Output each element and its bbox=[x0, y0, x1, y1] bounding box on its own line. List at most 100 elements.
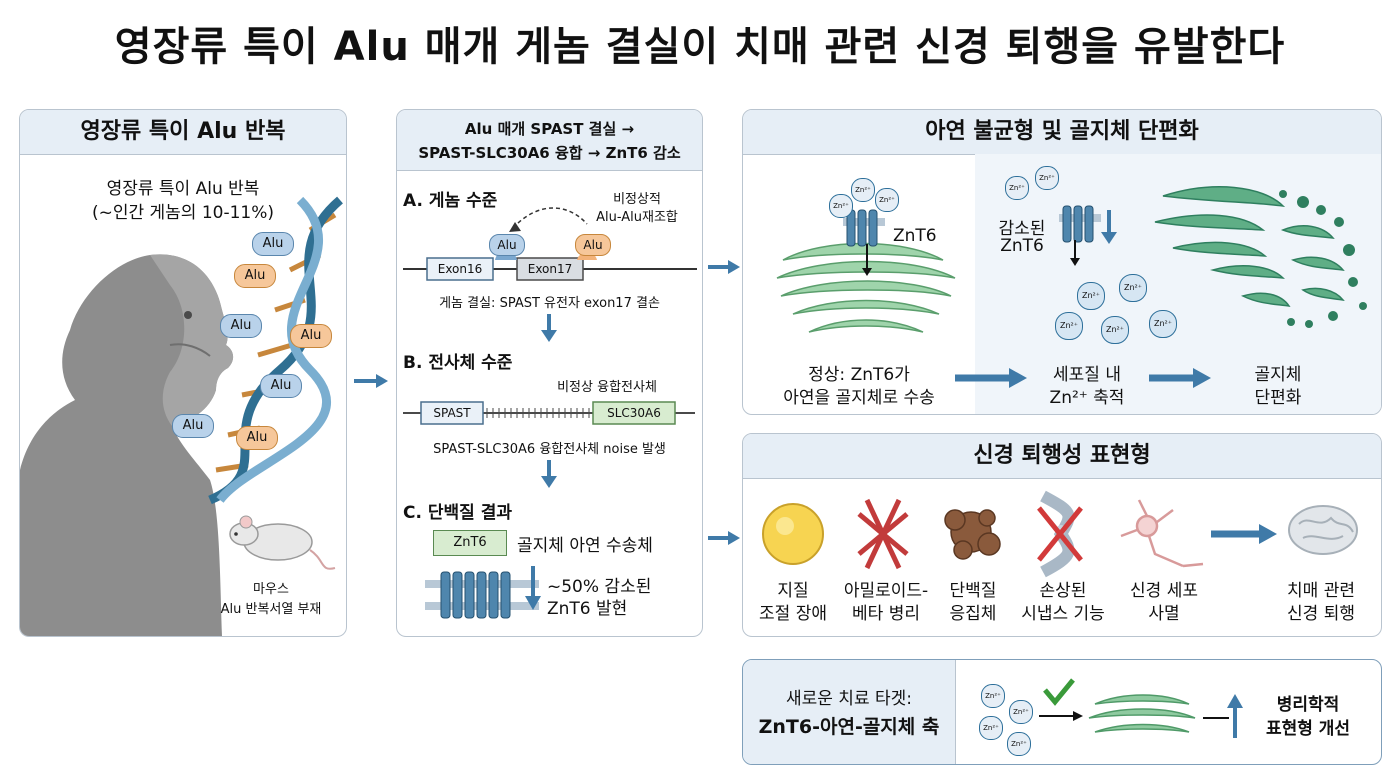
reduced-znt6-label-line2: ZnT6 bbox=[1000, 236, 1044, 256]
page-title: 영장류 특이 Alu 매개 게놈 결실이 치매 관련 신경 퇴행을 유발한다 bbox=[114, 24, 1286, 70]
reduced-znt6-line1: ~50% 감소된 bbox=[547, 577, 652, 597]
alu-tag-2: Alu bbox=[234, 264, 276, 288]
therapy-zinc-3-label: Zn²⁺ bbox=[983, 724, 999, 732]
phenotype-synapse-line1: 손상된 bbox=[1039, 581, 1087, 601]
zinc-ion-5: Zn²⁺ bbox=[1035, 166, 1059, 190]
alu-blue-marker-label: Alu bbox=[497, 238, 517, 252]
primate-silhouette-illustration bbox=[20, 254, 234, 636]
golgi-frag-caption-line2: 단편화 bbox=[1254, 388, 1302, 408]
panel-zinc-imbalance-header: 아연 불균형 및 골지체 단편화 bbox=[743, 110, 1381, 155]
alu-tag-7-label: Alu bbox=[246, 430, 268, 445]
recomb-label-line2: Alu-Alu재조합 bbox=[596, 210, 678, 225]
cyto-zinc-3-label: Zn²⁺ bbox=[1060, 321, 1078, 330]
zinc-ion-1-label: Zn²⁺ bbox=[833, 202, 849, 210]
phenotype-synapse-line2: 시냅스 기능 bbox=[1021, 604, 1105, 624]
reduced-znt6-label-line1: 감소된 bbox=[998, 219, 1046, 239]
genome-deletion-diagram bbox=[403, 207, 697, 281]
therapy-zinc-4: Zn²⁺ bbox=[1007, 732, 1031, 756]
phenotype-icons bbox=[762, 490, 1358, 578]
znt6-normal-label: ZnT6 bbox=[893, 226, 937, 246]
panel-neuro-phenotype: 신경 퇴행성 표현형 bbox=[742, 433, 1382, 637]
cyto-zinc-caption-line1: 세포질 내 bbox=[1053, 365, 1121, 385]
znt6-box-label: ZnT6 bbox=[453, 535, 487, 550]
alu-subtitle-line2: (~인간 게놈의 10-11%) bbox=[91, 203, 275, 223]
cyto-zinc-5-label: Zn²⁺ bbox=[1154, 319, 1172, 328]
cyto-zinc-4-label: Zn²⁺ bbox=[1106, 325, 1124, 334]
zinc-ion-2-label: Zn²⁺ bbox=[855, 186, 871, 194]
panel-zinc-imbalance: 아연 불균형 및 골지체 단편화 ZnT6 Zn²⁺ Zn²⁺ Zn²⁺ 정상:… bbox=[742, 109, 1382, 415]
fragmented-golgi-illustration bbox=[1154, 186, 1367, 328]
alu-tag-1-label: Alu bbox=[262, 236, 284, 251]
zinc-ion-3-label: Zn²⁺ bbox=[879, 196, 895, 204]
golgi-zinc-transporter-label: 골지체 아연 수송체 bbox=[517, 536, 653, 556]
cyto-zinc-3: Zn²⁺ bbox=[1055, 312, 1083, 340]
alu-tag-4-label: Alu bbox=[300, 328, 322, 343]
alu-tag-5: Alu bbox=[260, 374, 302, 398]
cyto-zinc-2-label: Zn²⁺ bbox=[1124, 283, 1142, 292]
section-a-genome-level: A. 게놈 수준 bbox=[403, 191, 498, 211]
phenotype-dementia-line2: 신경 퇴행 bbox=[1287, 604, 1355, 624]
therapy-diagram bbox=[1039, 678, 1243, 738]
dna-helix-illustration bbox=[208, 196, 343, 505]
exon16-label: Exon16 bbox=[437, 262, 483, 276]
improvement-line2: 표현형 개선 bbox=[1265, 719, 1351, 739]
phenotype-aggregate-line1: 단백질 bbox=[949, 581, 997, 601]
phenotype-aggregate-line2: 응집체 bbox=[949, 604, 997, 624]
therapeutic-line1: 새로운 치료 타겟: bbox=[785, 689, 912, 709]
section-b-transcript-level: B. 전사체 수준 bbox=[403, 353, 513, 373]
alu-subtitle-line1: 영장류 특이 Alu 반복 bbox=[106, 179, 260, 199]
cyto-zinc-1: Zn²⁺ bbox=[1077, 282, 1105, 310]
panel-neuro-phenotype-header: 신경 퇴행성 표현형 bbox=[743, 434, 1381, 479]
cyto-zinc-5: Zn²⁺ bbox=[1149, 310, 1177, 338]
zinc-ion-4: Zn²⁺ bbox=[1005, 176, 1029, 200]
fusion-transcript-label: 비정상 융합전사체 bbox=[557, 380, 657, 395]
alu-orange-marker: Alu bbox=[575, 234, 611, 256]
cyto-zinc-1-label: Zn²⁺ bbox=[1082, 291, 1100, 300]
normal-caption-line2: 아연을 골지체로 수송 bbox=[783, 388, 935, 408]
zinc-ion-1: Zn²⁺ bbox=[829, 194, 853, 218]
alu-tag-7: Alu bbox=[236, 426, 278, 450]
exon17-label: Exon17 bbox=[527, 262, 573, 276]
therapy-zinc-1-label: Zn²⁺ bbox=[985, 692, 1001, 700]
mouse-caption-line2: Alu 반복서열 부재 bbox=[220, 602, 322, 617]
panel-primate-alu-header: 영장류 특이 Alu 반복 bbox=[20, 110, 346, 155]
phenotype-neuron-death-line1: 신경 세포 bbox=[1130, 581, 1198, 601]
phenotype-lipid-line1: 지질 bbox=[777, 581, 809, 601]
phenotype-lipid-line2: 조절 장애 bbox=[759, 604, 827, 624]
golgi-frag-caption-line1: 골지체 bbox=[1254, 365, 1302, 385]
alu-blue-marker: Alu bbox=[489, 234, 525, 256]
genome-deletion-caption: 게놈 결실: SPAST 유전자 exon17 결손 bbox=[439, 296, 660, 311]
normal-golgi-illustration bbox=[776, 209, 956, 333]
therapy-zinc-2-label: Zn²⁺ bbox=[1013, 708, 1029, 716]
therapy-zinc-4-label: Zn²⁺ bbox=[1011, 740, 1027, 748]
zinc-ion-4-label: Zn²⁺ bbox=[1009, 184, 1025, 192]
alu-tag-2-label: Alu bbox=[244, 268, 266, 283]
down-arrow-a-to-b bbox=[541, 314, 557, 342]
panel-primate-alu: 영장류 특이 Alu 반복 영장류 특이 Alu 반복 (~인간 게놈의 10-… bbox=[19, 109, 347, 637]
zinc-ion-5-label: Zn²⁺ bbox=[1039, 174, 1055, 182]
panel-spast-deletion: Alu 매개 SPAST 결실 → SPAST-SLC30A6 융합 → ZnT… bbox=[396, 109, 703, 637]
zinc-flow-arrows bbox=[955, 368, 1211, 388]
therapeutic-line2: ZnT6-아연-골지체 축 bbox=[758, 716, 940, 738]
down-arrow-b-to-c bbox=[541, 460, 557, 488]
therapy-zinc-1: Zn²⁺ bbox=[981, 684, 1005, 708]
alu-tag-3: Alu bbox=[220, 314, 262, 338]
alu-tag-5-label: Alu bbox=[270, 378, 292, 393]
phenotype-amyloid-line1: 아밀로이드- bbox=[843, 581, 929, 601]
section-c-protein-outcome: C. 단백질 결과 bbox=[403, 503, 512, 523]
therapy-zinc-2: Zn²⁺ bbox=[1009, 700, 1033, 724]
slc30a6-box-label: SLC30A6 bbox=[607, 406, 661, 420]
spast-box-label: SPAST bbox=[433, 406, 471, 420]
reduced-znt6-line2: ZnT6 발현 bbox=[547, 599, 628, 619]
alu-tag-4: Alu bbox=[290, 324, 332, 348]
phenotype-dementia-line1: 치매 관련 bbox=[1287, 581, 1355, 601]
cyto-zinc-caption-line2: Zn²⁺ 축적 bbox=[1049, 388, 1125, 408]
panel-spast-deletion-header: Alu 매개 SPAST 결실 → SPAST-SLC30A6 융합 → ZnT… bbox=[397, 110, 702, 171]
panel-therapeutic-target: 새로운 치료 타겟: ZnT6-아연-골지체 축 Zn²⁺ Zn²⁺ Zn²⁺ … bbox=[742, 659, 1382, 765]
therapeutic-label-box bbox=[743, 660, 956, 764]
recomb-label-line1: 비정상적 bbox=[613, 192, 661, 207]
znt6-box: ZnT6 bbox=[433, 530, 507, 556]
alu-tag-3-label: Alu bbox=[230, 318, 252, 333]
normal-caption-line1: 정상: ZnT6가 bbox=[808, 365, 910, 385]
mouse-caption-line1: 마우스 bbox=[253, 582, 289, 597]
